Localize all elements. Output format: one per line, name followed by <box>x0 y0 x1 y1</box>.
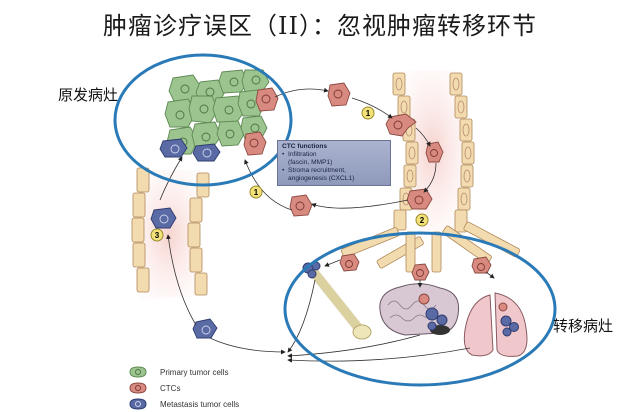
metastasis-cell-icon <box>129 398 147 410</box>
legend-item-metastasis: Metastasis tumor cells <box>128 396 239 412</box>
primary-tumor-cell-icon <box>129 366 147 378</box>
svg-text:2: 2 <box>420 216 425 225</box>
metastatic-site-label: 转移病灶 <box>553 317 614 335</box>
legend-label: Primary tumor cells <box>160 367 229 377</box>
ctc-function-line: Stroma recruitment, <box>288 167 346 174</box>
ctc-function-item: Stroma recruitment, angiogenesis (CXCL1) <box>282 167 386 183</box>
legend-item-primary: Primary tumor cells <box>128 364 239 380</box>
svg-text:1: 1 <box>366 109 371 118</box>
ctc-cell-icon <box>129 382 147 394</box>
ctc-functions-heading: CTC functions <box>282 143 328 150</box>
ctc-function-line: (fascin, MMP1) <box>288 159 333 166</box>
ctc-functions-box: CTC functions Infiltration (fascin, MMP1… <box>277 140 391 186</box>
ctc-function-item: Infiltration (fascin, MMP1) <box>282 151 386 167</box>
step-badge-3: 3 <box>150 228 164 242</box>
legend-label: CTCs <box>160 383 181 393</box>
vessel-wall-right <box>449 72 475 233</box>
metastatic-site-circle <box>283 231 557 387</box>
metastasis-cells <box>150 138 221 339</box>
page-title: 肿瘤诊疗误区（II）：忽视肿瘤转移环节 <box>103 12 537 40</box>
primary-site-circle <box>113 53 293 187</box>
step-badge-1b: 1 <box>249 185 263 199</box>
return-vessel-walls <box>131 167 210 296</box>
legend: Primary tumor cells CTCs Metastasis tumo… <box>128 364 239 412</box>
lungs-icon <box>463 292 528 357</box>
legend-item-ctc: CTCs <box>128 380 239 396</box>
primary-site-label: 原发病灶 <box>58 86 119 104</box>
legend-label: Metastasis tumor cells <box>160 399 240 409</box>
ctc-function-line: Infiltration <box>288 151 317 158</box>
step-badge-1: 1 <box>361 106 375 120</box>
flow-arrows <box>159 87 495 363</box>
svg-text:1: 1 <box>254 188 259 197</box>
bone-icon <box>302 261 372 340</box>
step-badge-2: 2 <box>415 213 429 227</box>
ctc-function-line: angiogenesis (CXCL1) <box>288 175 355 182</box>
svg-text:3: 3 <box>155 231 160 240</box>
ctc-cells <box>243 82 492 281</box>
brain-icon <box>379 283 460 336</box>
